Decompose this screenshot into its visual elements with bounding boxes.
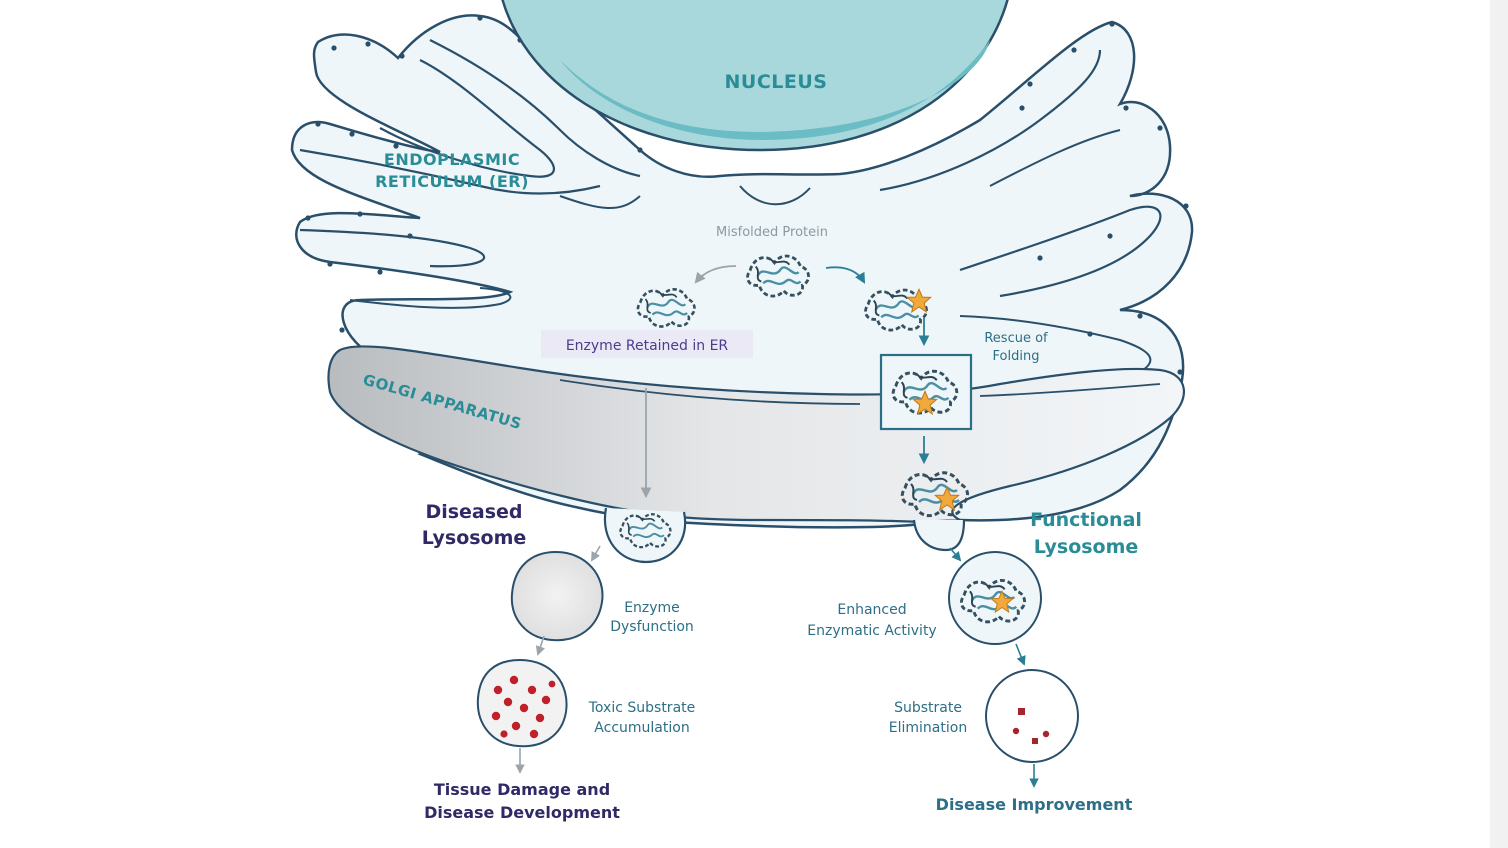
er-label-line1: ENDOPLASMIC	[384, 150, 520, 169]
diseased-lysosome-label-line2: Lysosome	[422, 527, 527, 549]
arrow-to-retained	[694, 265, 737, 284]
nucleus-label: NUCLEUS	[725, 71, 828, 93]
arrow-to-rescue	[825, 266, 866, 284]
substrate-elimination-line2: Elimination	[889, 720, 967, 736]
enhanced-activity-line2: Enzymatic Activity	[807, 623, 936, 639]
remaining-substrate-dots	[1012, 708, 1050, 744]
clean-lysosome	[985, 669, 1079, 763]
er-label-line2: RETICULUM (ER)	[375, 172, 529, 191]
toxic-substrate-line1: Toxic Substrate	[588, 700, 696, 716]
toxic-substrate-dots	[491, 675, 556, 739]
toxic-substrate-line2: Accumulation	[594, 720, 689, 736]
arrow-to-diseased-lysosome	[591, 545, 601, 562]
diseased-lysosome-label-line1: Diseased	[425, 501, 522, 523]
enzyme-dysfunction-line2: Dysfunction	[610, 619, 694, 635]
arrow-to-toxic	[535, 635, 545, 656]
toxic-lysosome	[476, 658, 568, 748]
functional-lysosome	[948, 551, 1042, 645]
enzyme-dysfunction-line1: Enzyme	[624, 600, 680, 616]
rescue-label-line1: Rescue of	[984, 331, 1048, 346]
enhanced-activity-line1: Enhanced	[837, 602, 906, 618]
tissue-damage-line2: Disease Development	[424, 803, 620, 822]
arrow-to-functional-lysosome	[949, 547, 962, 562]
substrate-elimination-line1: Substrate	[894, 700, 962, 716]
nucleus: NUCLEUS	[501, 0, 1009, 152]
diseased-lysosome	[510, 550, 604, 642]
retained-label-bg	[541, 330, 753, 358]
enzyme-retained-label: Enzyme Retained in ER	[566, 338, 729, 354]
edge-shade	[1490, 0, 1508, 848]
functional-lysosome-label-line2: Lysosome	[1034, 536, 1139, 558]
tissue-damage-line1: Tissue Damage and	[434, 780, 610, 799]
rescue-label-line2: Folding	[993, 349, 1040, 364]
disease-improvement-label: Disease Improvement	[936, 795, 1133, 814]
functional-lysosome-label-line1: Functional	[1030, 509, 1142, 531]
misfolded-protein-label: Misfolded Protein	[716, 225, 828, 240]
arrow-to-elimination	[1015, 643, 1026, 666]
